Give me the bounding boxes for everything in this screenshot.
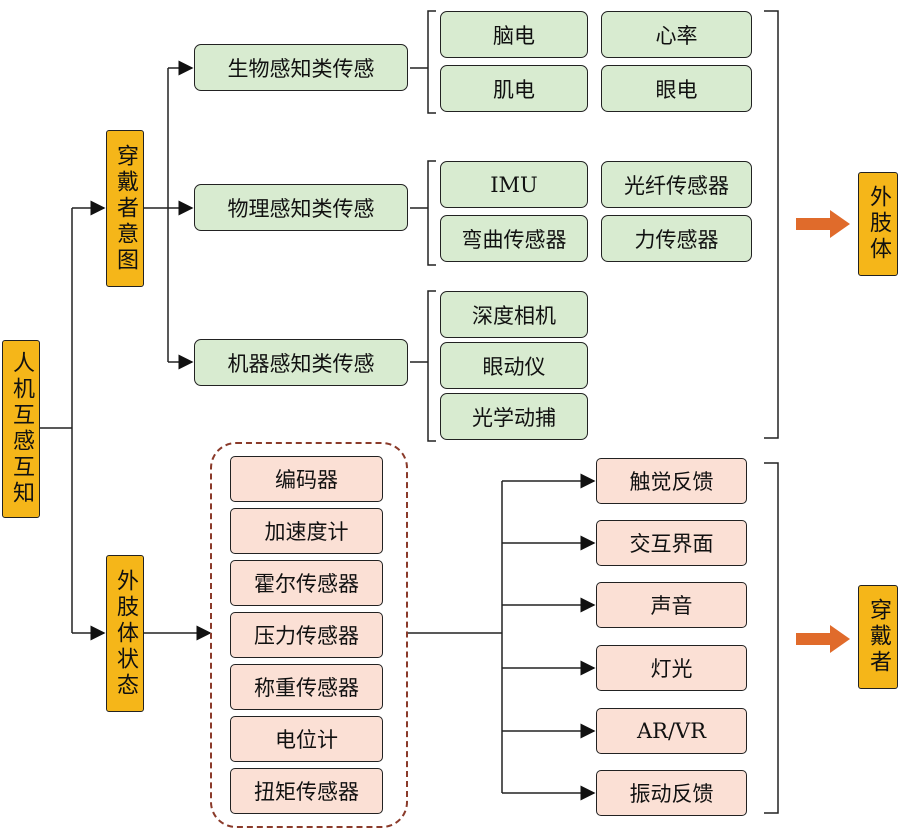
arrow-right-icon [796,210,850,238]
feedback-item: AR/VR [596,708,747,754]
arrow-right-icon [796,625,850,653]
physical-item: IMU [440,161,588,208]
state-sensor-item: 压力传感器 [230,612,383,658]
bio-item: 脑电 [440,11,588,58]
state-sensor-group [210,442,408,828]
state-sensor-item: 电位计 [230,716,383,762]
feedback-item: 振动反馈 [596,770,747,816]
physical-item: 光纤传感器 [601,161,752,208]
target-wearer: 穿戴者 [858,585,898,689]
feedback-item: 交互界面 [596,520,747,566]
physical-item: 力传感器 [601,215,752,262]
feedback-item: 触觉反馈 [596,458,747,504]
physical-sensing-node: 物理感知类传感 [194,184,408,231]
root-node: 人机互感互知 [2,340,40,518]
state-node: 外肢体状态 [106,555,144,712]
machine-sensing-node: 机器感知类传感 [194,339,408,386]
state-sensor-item: 扭矩传感器 [230,768,383,814]
bio-item: 肌电 [440,65,588,112]
bio-item: 眼电 [601,65,752,112]
machine-item: 眼动仪 [440,342,588,389]
machine-item: 深度相机 [440,291,588,338]
state-sensor-item: 霍尔传感器 [230,560,383,606]
feedback-item: 灯光 [596,645,747,691]
state-sensor-item: 加速度计 [230,508,383,554]
machine-item: 光学动捕 [440,393,588,440]
feedback-item: 声音 [596,582,747,628]
physical-item: 弯曲传感器 [440,215,588,262]
bio-sensing-node: 生物感知类传感 [194,44,408,91]
state-sensor-item: 编码器 [230,456,383,502]
target-exolimb: 外肢体 [858,172,898,276]
state-sensor-item: 称重传感器 [230,664,383,710]
intent-node: 穿戴者意图 [106,130,144,287]
bio-item: 心率 [601,11,752,58]
